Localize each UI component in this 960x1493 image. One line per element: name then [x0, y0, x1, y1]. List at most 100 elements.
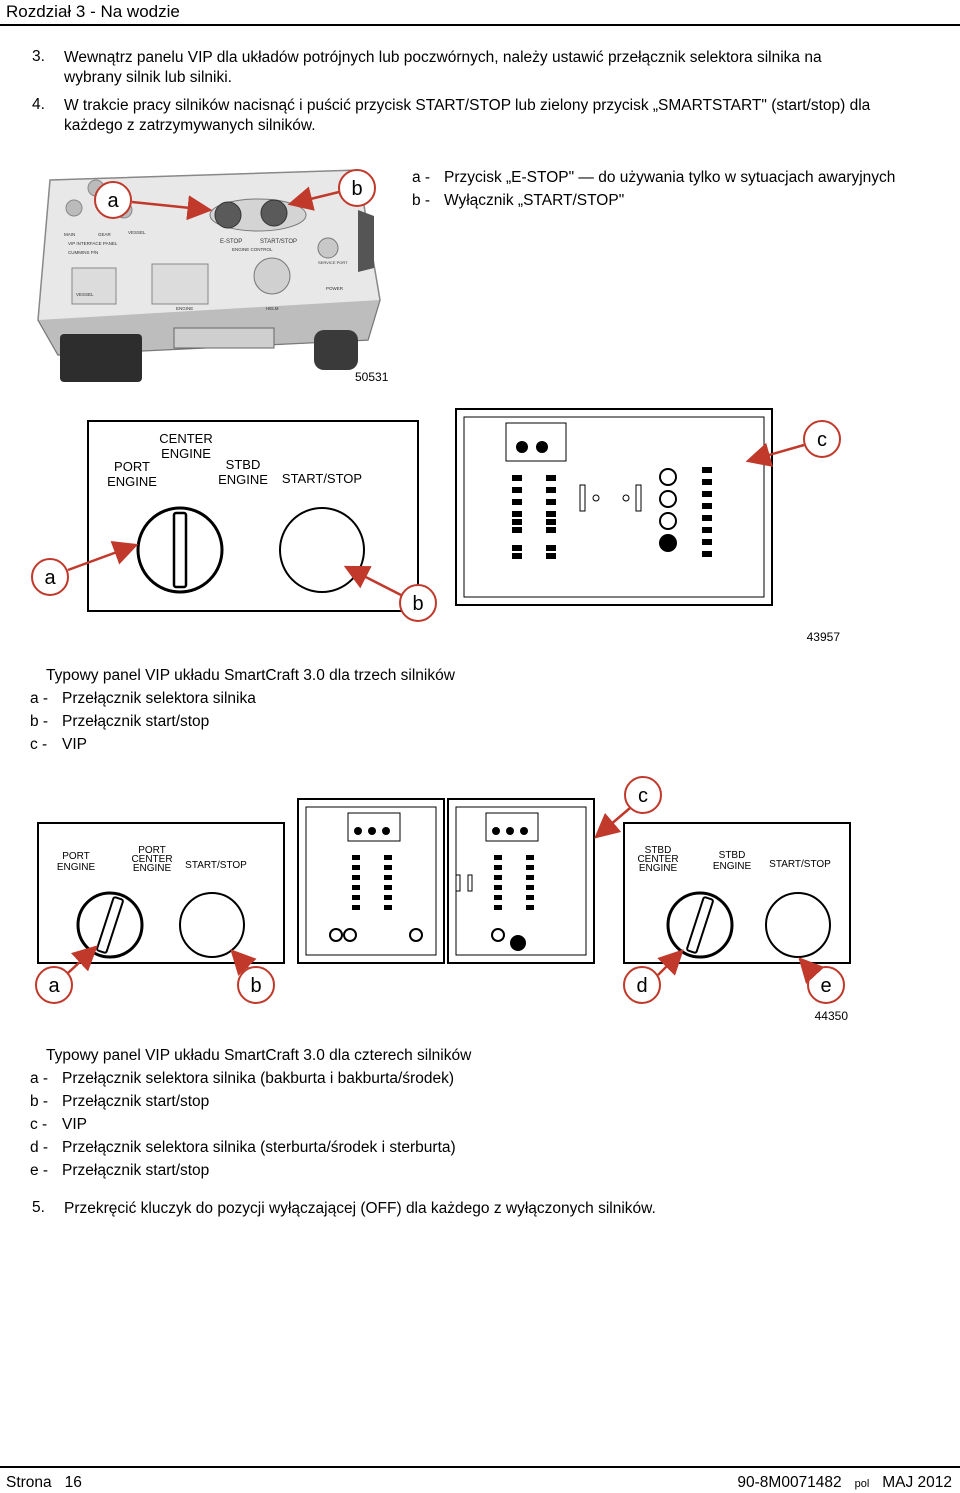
footer-date: MAJ 2012 [882, 1474, 952, 1491]
callout-d: d [636, 975, 647, 997]
label-start-stop-right: START/STOP [769, 859, 831, 870]
legend-row: b - Przełącznik start/stop [30, 1090, 456, 1113]
label-port-engine: ENGINE [107, 474, 157, 489]
stbd-start-stop-switch[interactable] [765, 892, 831, 958]
figure2-caption: Typowy panel VIP układu SmartCraft 3.0 d… [46, 667, 455, 684]
vip-interface-panel-figure: MAIN GEAR VESSEL VIP INTERFACE PANEL CUM… [37, 169, 381, 382]
legend-text: Przełącznik selektora silnika (sterburta… [62, 1139, 456, 1156]
label-stbd-engine: ENGINE [218, 472, 268, 487]
callout-b: b [412, 593, 423, 615]
start-stop-button[interactable] [260, 199, 288, 227]
figure3-caption: Typowy panel VIP układu SmartCraft 3.0 d… [46, 1047, 472, 1064]
label-port-center-3: ENGINE [133, 863, 172, 874]
port-start-stop-switch[interactable] [179, 892, 245, 958]
footer-lang: pol [854, 1478, 870, 1490]
label-start-stop: START/STOP [260, 239, 297, 245]
step-4-line1: W trakcie pracy silników nacisnąć i puśc… [64, 97, 871, 114]
switch-plate [87, 420, 419, 612]
legend-key: d - [30, 1139, 49, 1156]
legend-text: VIP [62, 736, 87, 753]
label-stbd-center-2: CENTER [637, 854, 678, 865]
label-port: PORT [114, 459, 150, 474]
selector-knob-bar [172, 511, 188, 589]
arrow-a [67, 541, 139, 572]
arrow-a [131, 195, 213, 221]
callout-a-circle [94, 181, 132, 219]
label-main: MAIN [64, 232, 75, 237]
legend-key: c - [30, 1116, 48, 1133]
legend-text: Przełącznik start/stop [62, 1162, 210, 1179]
legend-row: d - Przełącznik selektora silnika (sterbu… [30, 1136, 456, 1159]
legend-row: c - VIP [30, 1113, 456, 1136]
arrow-a [67, 945, 98, 974]
legend-row: e -Przełącznik start/stop [30, 1159, 456, 1182]
legend-text: Przycisk „E-STOP" — do używania tylko w … [444, 169, 896, 186]
arrow-d [657, 949, 684, 976]
header-rule [0, 24, 960, 26]
callout-a: a [44, 567, 56, 589]
callout-e: e [820, 975, 831, 997]
label-service-port: SERVICE PORT [318, 260, 348, 265]
label-e-stop: E-STOP [220, 239, 242, 245]
legend-key: b - [30, 1093, 49, 1110]
legend-row: a - Przycisk „E-STOP" — do używania tylko… [412, 166, 895, 189]
legend-key: a - [30, 690, 49, 707]
step-3-line2: wybrany silnik lub silniki. [64, 69, 232, 86]
legend-key: a - [30, 1070, 49, 1087]
label-stbd: STBD [719, 850, 746, 861]
four-engine-panel-figure: PORT ENGINE PORT CENTER ENGINE START/STO… [35, 776, 851, 1023]
legend-row: a - Przełącznik selektora silnika (bakbur… [30, 1067, 456, 1090]
legend-key: c - [30, 736, 48, 753]
legend-key: b - [412, 192, 431, 209]
step-4-number: 4. [32, 96, 45, 113]
callout-a: a [48, 975, 60, 997]
step-4-line2: każdego z zatrzymywanych silników. [64, 117, 316, 134]
label-vessel: VESSEL [76, 292, 94, 297]
label-start-stop-left: START/STOP [185, 860, 247, 871]
vessel-connector [60, 334, 142, 382]
label-center-engine: ENGINE [161, 446, 211, 461]
callout-c: c [638, 785, 648, 807]
start-stop-switch[interactable] [279, 507, 365, 593]
label-port-engine: ENGINE [57, 862, 96, 873]
label-cummins: CUMMINS P/N [68, 250, 98, 255]
figure2-id: 43957 [807, 630, 841, 644]
legend-row: b - Przełącznik start/stop [30, 710, 256, 733]
legend-key: b - [30, 713, 49, 730]
footer-doc: 90-8M0071482 pol MAJ 2012 [737, 1474, 952, 1492]
vip-estop-icon [516, 441, 528, 453]
label-stbd-engine: ENGINE [713, 861, 752, 872]
label-gear: GEAR [98, 232, 112, 237]
label-vessel-fuse: VESSEL [128, 230, 146, 235]
arrow-c [594, 807, 631, 839]
legend-text: Wyłącznik „START/STOP" [444, 192, 625, 209]
step-5-text: Przekręcić kluczyk do pozycji wyłączając… [64, 1200, 656, 1217]
step-3-number: 3. [32, 48, 45, 65]
footer-doc-id: 90-8M0071482 [737, 1474, 842, 1491]
figure2-legend: a -Przełącznik selektora silnika b -Prze… [30, 687, 256, 756]
label-port: PORT [62, 851, 90, 862]
legend-row: c - VIP [30, 733, 256, 756]
label-stbd-center-3: ENGINE [639, 863, 678, 874]
figure3-legend: a - Przełącznik selektora silnika (bakbur… [30, 1067, 456, 1182]
three-engine-panel-figure: CENTER ENGINE PORT ENGINE STBD ENGINE ST… [31, 408, 841, 644]
footer-page-number: 16 [64, 1474, 82, 1491]
label-stbd-center-1: STBD [645, 845, 672, 856]
arrow-b [343, 565, 402, 597]
vip-terminal-column-1 [512, 475, 522, 559]
figure3-id: 44350 [815, 1009, 849, 1023]
legend-key: a - [412, 169, 431, 186]
vip-selector-dials [659, 468, 677, 552]
arrow-e [798, 957, 825, 985]
label-helm: HELM [266, 306, 279, 311]
e-stop-button[interactable] [214, 201, 242, 229]
helm-connector [314, 330, 358, 370]
legend-text: VIP [62, 1116, 87, 1133]
arrow-c [745, 442, 805, 467]
legend-text: Przełącznik start/stop [62, 713, 210, 730]
label-stbd: STBD [226, 457, 261, 472]
legend-text: Przełącznik selektora silnika (bakburta … [62, 1070, 454, 1087]
label-engine: ENGINE [176, 306, 193, 311]
figure1-legend: a - Przycisk „E-STOP" — do używania tylko… [412, 166, 895, 212]
legend-text: Przełącznik start/stop [62, 1093, 210, 1110]
